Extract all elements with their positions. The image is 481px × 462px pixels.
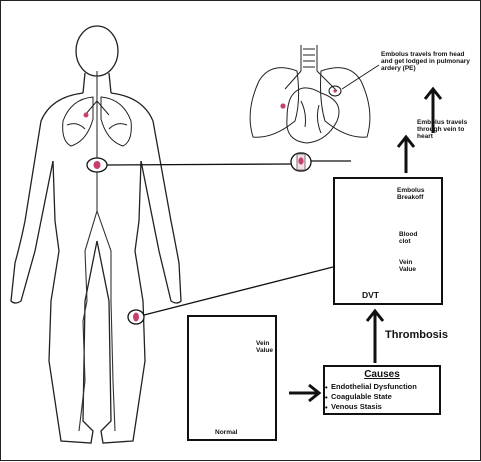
- normal-label: Normal: [215, 429, 238, 436]
- lung-clot: [280, 103, 286, 109]
- dvt-label: DVT: [362, 290, 379, 300]
- connector-chest-to-vein: [106, 163, 292, 166]
- pe-note: Embolus travels from head and get lodged…: [381, 51, 470, 73]
- causes-item: Venous Stasis: [331, 402, 382, 411]
- pe-pointer: [341, 64, 380, 90]
- normal-vein-value-label: Vein Value: [256, 340, 273, 355]
- arrow-up-pe: [423, 86, 443, 133]
- dvt-vein-value-label: Vein Value: [399, 259, 416, 274]
- connector-leg-to-dvt: [143, 266, 334, 316]
- normal-panel: [187, 315, 277, 441]
- body-lungs: [62, 71, 132, 166]
- heart-lungs-illustration: [249, 45, 371, 144]
- embolus-breakoff-label: Embolus Breakoff: [397, 187, 425, 202]
- pe-clot: [333, 89, 337, 93]
- causes-title: Causes: [364, 369, 400, 380]
- blood-clot-label: Blood clot: [399, 231, 418, 246]
- body-main-veins: [78, 166, 116, 432]
- arrow-thrombosis: [365, 308, 385, 363]
- body-marker-chest: [86, 157, 108, 173]
- body-lung-clot: [83, 112, 89, 118]
- arrow-dvt-to-heart: [396, 134, 416, 173]
- thrombosis-label: Thrombosis: [385, 329, 448, 341]
- causes-bullets: •••: [325, 383, 328, 412]
- vein-segment-marker: [290, 152, 312, 172]
- causes-item: Endothelial Dysfunction: [331, 382, 417, 391]
- causes-item: Coagulable State: [331, 392, 392, 401]
- arrow-normal-to-causes: [289, 383, 322, 403]
- causes-panel: Causes Endothelial Dysfunction Coagulabl…: [323, 365, 441, 415]
- dvt-panel: [333, 177, 443, 305]
- human-body-outline: [10, 25, 182, 444]
- body-marker-leg: [127, 309, 145, 325]
- pe-clot-circle: [328, 85, 342, 97]
- travel-note: Embolus travels through vein to heart: [417, 119, 468, 141]
